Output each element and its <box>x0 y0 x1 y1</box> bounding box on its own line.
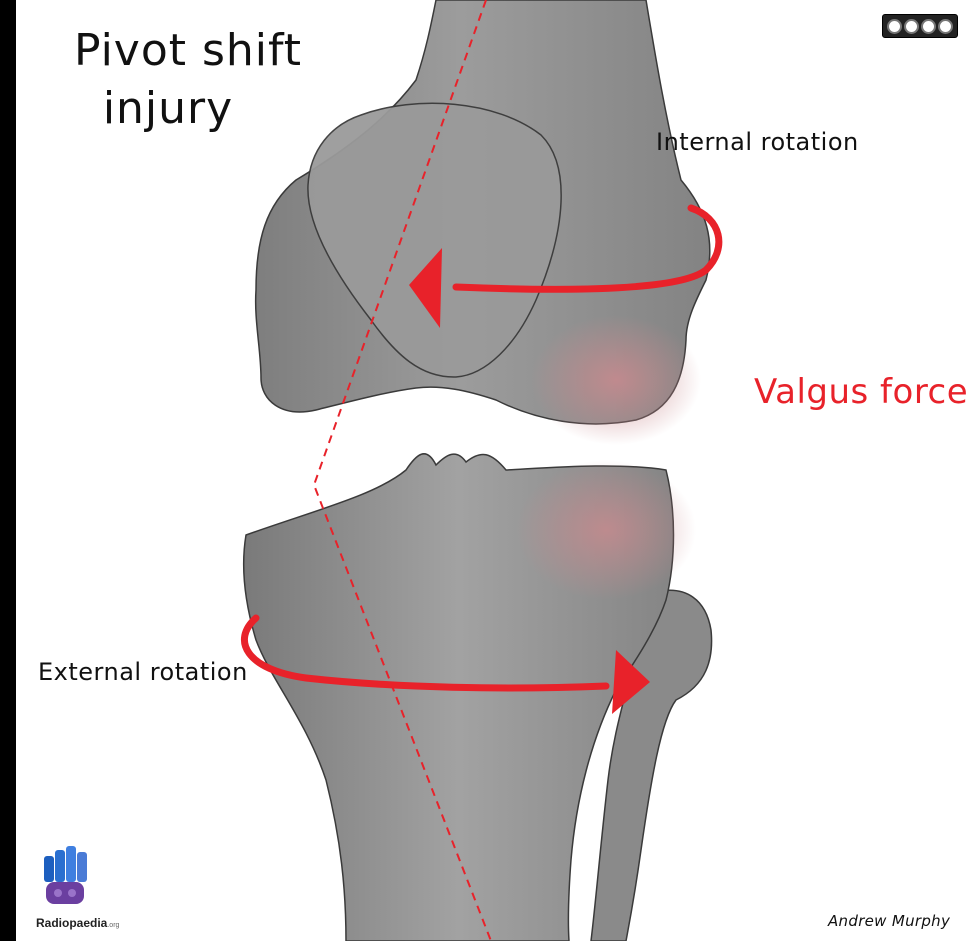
logo-suffix: .org <box>107 922 119 929</box>
radiopaedia-logo: Radiopaedia.org <box>36 846 136 936</box>
creative-commons-icon <box>882 14 958 38</box>
cc-circle-icon <box>887 19 902 34</box>
diagram-canvas: Pivot shift injury Internal rotation Val… <box>16 0 966 941</box>
valgus-force-label: Valgus force <box>754 372 966 412</box>
sa-circle-icon <box>938 19 953 34</box>
title-line-1: Pivot shift <box>74 25 302 76</box>
tibia-bone-bruise <box>516 460 696 600</box>
diagram-title: Pivot shift injury <box>38 22 338 138</box>
external-rotation-label: External rotation <box>38 658 248 686</box>
author-credit: Andrew Murphy <box>828 912 950 930</box>
internal-rotation-label: Internal rotation <box>656 128 859 156</box>
femur-bone-bruise <box>531 315 701 445</box>
by-circle-icon <box>904 19 919 34</box>
title-line-2: injury <box>16 80 338 138</box>
nc-circle-icon <box>921 19 936 34</box>
logo-name: Radiopaedia <box>36 916 107 930</box>
radiopaedia-wordmark: Radiopaedia.org <box>36 916 119 930</box>
